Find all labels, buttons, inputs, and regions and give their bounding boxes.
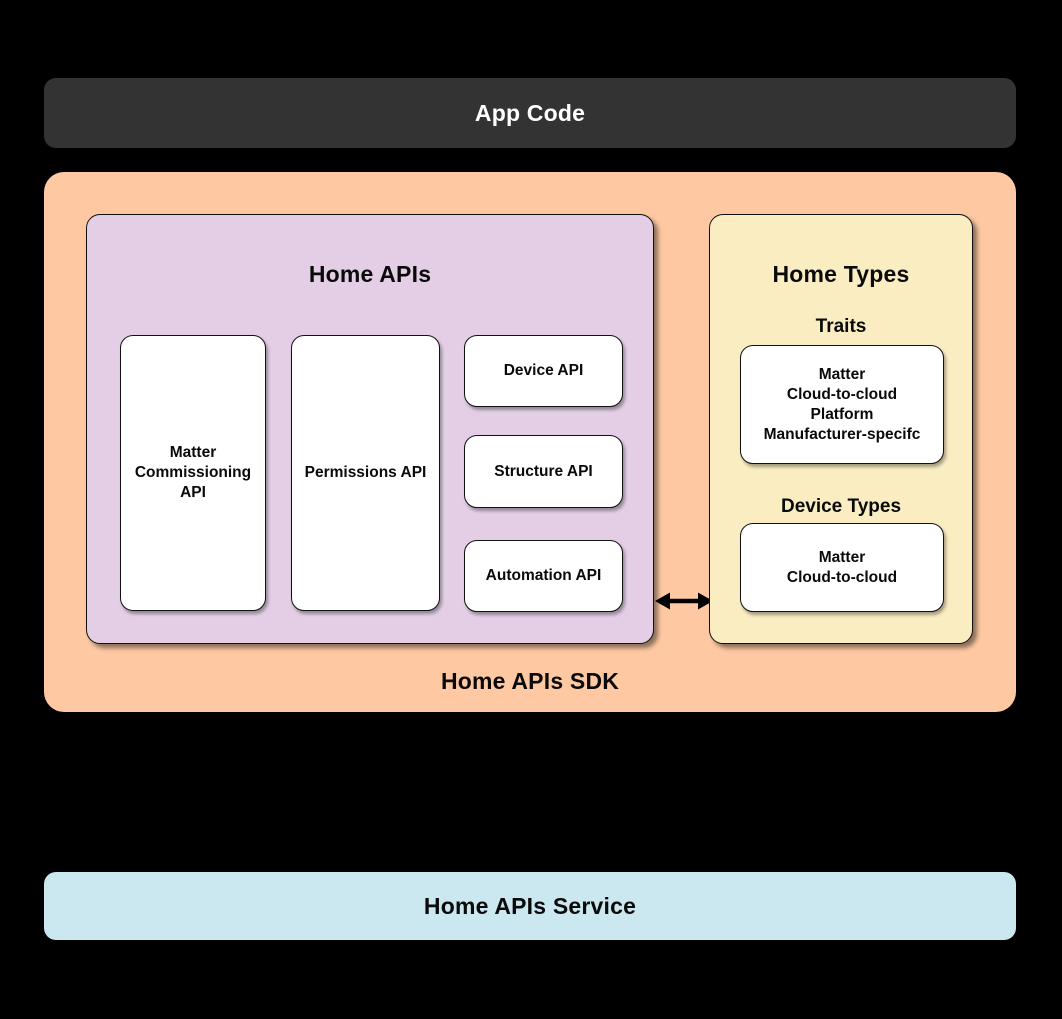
traits-box: Matter Cloud-to-cloud Platform Manufactu… — [740, 345, 944, 464]
home-apis-panel: Home APIs Matter Commissioning API Permi… — [86, 214, 654, 644]
device-types-items: Matter Cloud-to-cloud — [786, 548, 898, 586]
automation-api-label: Automation API — [485, 567, 602, 584]
home-apis-sdk-box: Home APIs Matter Commissioning API Permi… — [44, 172, 1016, 712]
structure-api-box: Structure API — [464, 435, 623, 508]
app-code-label: App Code — [474, 99, 586, 126]
bidirectional-arrow-icon — [655, 592, 713, 610]
structure-api-label: Structure API — [494, 462, 593, 480]
home-apis-sdk-label: Home APIs SDK — [440, 668, 620, 694]
automation-api-box: Automation API — [464, 540, 623, 612]
traits-label: Traits — [815, 316, 867, 337]
app-code-box: App Code — [44, 78, 1016, 148]
device-api-box: Device API — [464, 335, 623, 407]
traits-items: Matter Cloud-to-cloud Platform Manufactu… — [763, 365, 921, 443]
device-api-label: Device API — [503, 362, 584, 379]
device-types-label: Device Types — [780, 496, 902, 517]
home-apis-service-box: Home APIs Service — [44, 872, 1016, 940]
device-types-box: Matter Cloud-to-cloud — [740, 523, 944, 612]
matter-commissioning-api-box: Matter Commissioning API — [120, 335, 266, 611]
home-apis-title: Home APIs — [308, 261, 432, 287]
permissions-api-label: Permissions API — [304, 464, 427, 481]
home-types-panel: Home Types Traits Matter Cloud-to-cloud … — [709, 214, 973, 644]
permissions-api-box: Permissions API — [291, 335, 440, 611]
home-apis-service-label: Home APIs Service — [423, 892, 637, 919]
matter-commissioning-api-label: Matter Commissioning API — [134, 444, 252, 501]
home-types-title: Home Types — [772, 261, 910, 287]
